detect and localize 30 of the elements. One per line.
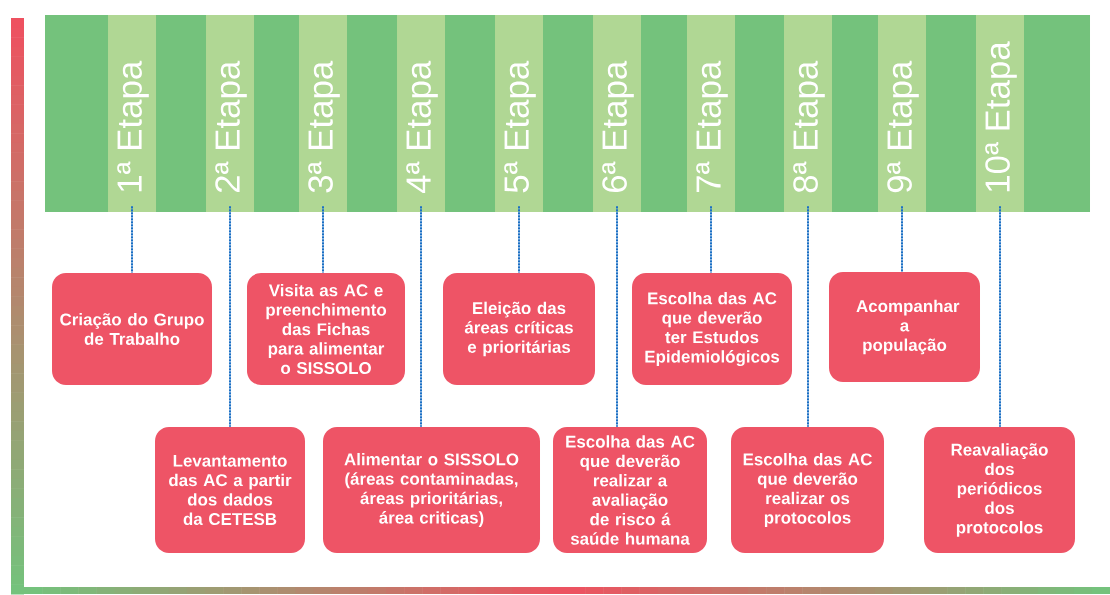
step-box: Escolha das AC que deverão realizar a avaliação de risco á saúde humana bbox=[553, 427, 707, 553]
stage-label: 8ª Etapa bbox=[784, 15, 832, 212]
stage-label: 5ª Etapa bbox=[495, 15, 543, 212]
connector-line bbox=[901, 205, 903, 273]
step-box: Escolha das AC que deverão ter Estudos Epidemiológicos bbox=[632, 273, 792, 385]
step-box: Eleição das áreas críticas e prioritárias bbox=[443, 273, 595, 385]
connector-line bbox=[710, 205, 712, 274]
step-box: Acompanhar a população bbox=[829, 272, 980, 382]
connector-line bbox=[518, 205, 520, 274]
step-box: Levantamento das AC a partir dos dados da CETESB bbox=[155, 427, 305, 553]
stage-label: 6ª Etapa bbox=[593, 15, 641, 212]
connector-line bbox=[420, 205, 422, 428]
stage-label: 3ª Etapa bbox=[299, 15, 347, 212]
step-box: Escolha das AC que deverão realizar os protocolos bbox=[731, 427, 884, 553]
connector-line bbox=[616, 205, 618, 428]
stage-label: 10ª Etapa bbox=[976, 15, 1024, 212]
connector-line bbox=[229, 205, 231, 428]
step-box: Alimentar o SISSOLO (áreas contaminadas, áreas prioritárias, área criticas) bbox=[323, 427, 540, 553]
connector-line bbox=[322, 205, 324, 274]
step-box: Criação do Grupo de Trabalho bbox=[52, 273, 212, 385]
stage-label: 7ª Etapa bbox=[687, 15, 735, 212]
connector-line bbox=[999, 205, 1001, 428]
connector-line bbox=[807, 205, 809, 428]
step-box: Visita as AC e preenchimento das Fichas para alimentar o SISSOLO bbox=[247, 273, 405, 385]
step-box: Reavaliação dos periódicos dos protocolos bbox=[924, 427, 1075, 553]
stage-label: 9ª Etapa bbox=[878, 15, 926, 212]
connector-line bbox=[131, 205, 133, 274]
stage-label: 4ª Etapa bbox=[397, 15, 445, 212]
stage-label: 1ª Etapa bbox=[108, 15, 156, 212]
stage-label: 2ª Etapa bbox=[206, 15, 254, 212]
